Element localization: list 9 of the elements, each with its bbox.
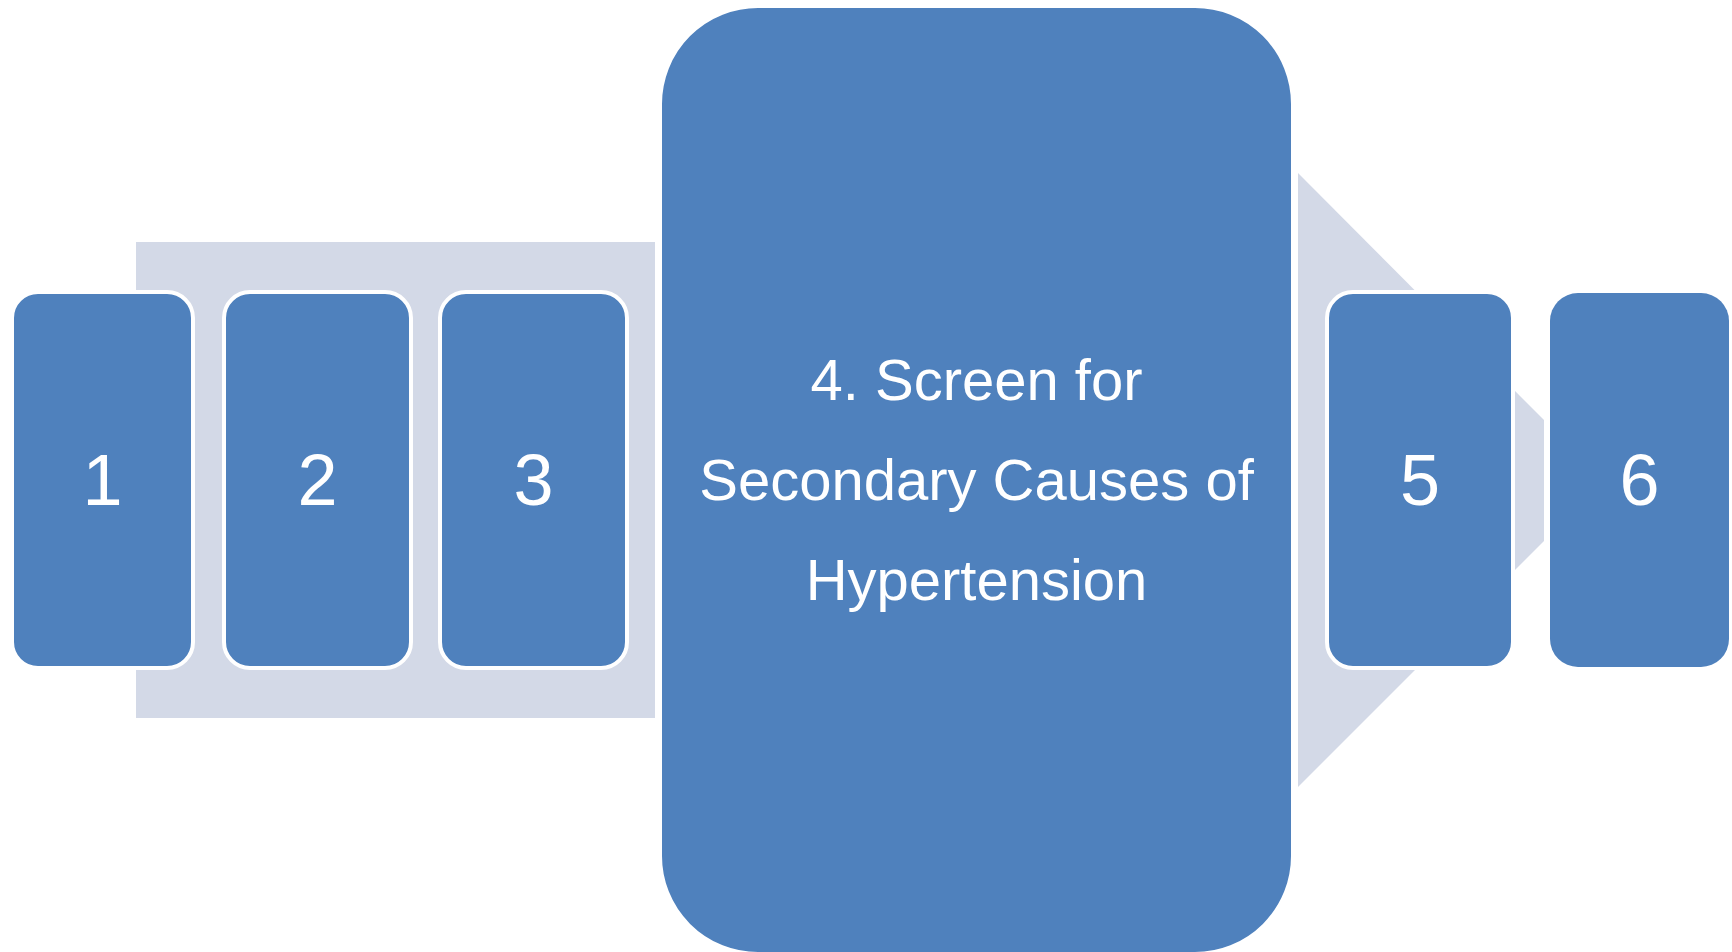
step-label: 3 (513, 438, 554, 522)
step-label: 2 (297, 438, 338, 522)
step-label: 6 (1619, 438, 1660, 522)
step-box (222, 290, 413, 670)
step-label: 4. Screen for Secondary Causes of Hypertension (698, 346, 1255, 614)
step-box (438, 290, 629, 670)
step-label: 5 (1399, 438, 1440, 522)
step-box (1550, 293, 1729, 667)
step-label: 1 (82, 438, 123, 522)
